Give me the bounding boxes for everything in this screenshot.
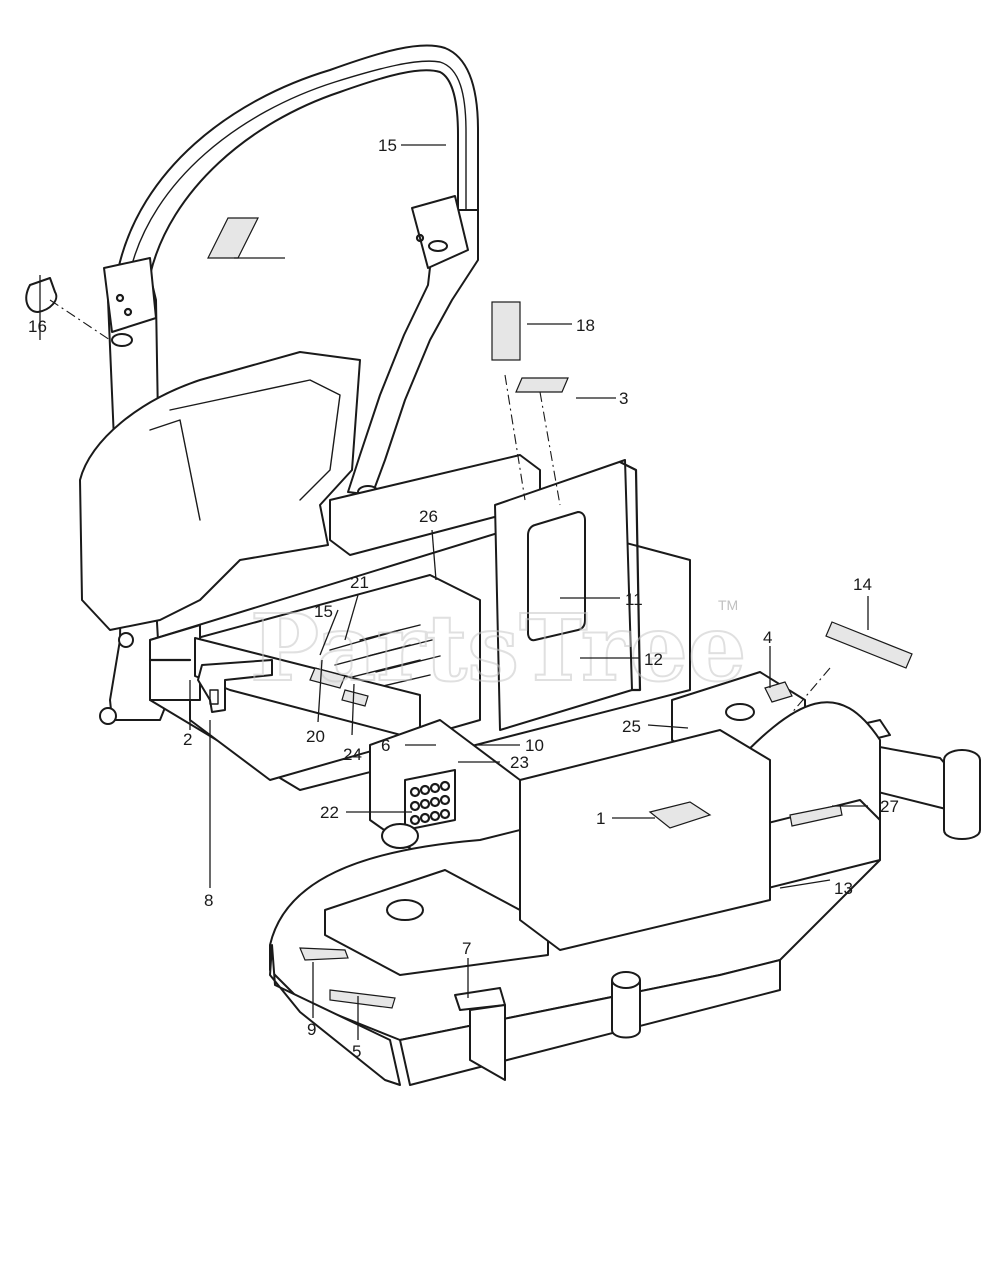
callout-1: 1	[596, 809, 605, 828]
guide-line-18	[49, 299, 111, 341]
callout-26: 26	[419, 507, 438, 526]
callout-4: 4	[763, 628, 772, 647]
callout-22: 22	[320, 803, 339, 822]
part-19-decal	[491, 301, 521, 361]
callout-10: 10	[525, 736, 544, 755]
callout-8: 8	[204, 891, 213, 910]
callout-labels: 15 16 18 3 26 14 21 11 15 4 12 25 2 20 2…	[28, 136, 899, 1061]
left-fender	[79, 351, 361, 631]
callout-24: 25	[622, 717, 641, 736]
callout-7: 7	[462, 939, 471, 958]
guide-line-3	[539, 391, 561, 506]
callout-27: 27	[880, 797, 899, 816]
watermark-tm: TM	[718, 597, 738, 613]
watermark-text: PartsTree	[250, 594, 746, 702]
leader-lines	[39, 144, 869, 1040]
callout-21: 21	[350, 573, 369, 592]
callout-20: 20	[306, 727, 325, 746]
callout-3: 3	[619, 389, 628, 408]
callout-5: 5	[352, 1042, 361, 1061]
callout-2: 2	[183, 730, 192, 749]
guide-line-19	[504, 374, 526, 501]
callout-14: 14	[853, 575, 872, 594]
floor-slots	[329, 624, 441, 696]
callout-16: 15	[378, 136, 397, 155]
callout-12: 12	[644, 650, 663, 669]
part-18-decal	[25, 277, 58, 313]
callout-15: 15	[314, 602, 333, 621]
callout-25: 24	[343, 745, 362, 764]
callout-19: 18	[576, 316, 595, 335]
callout-11: 11	[625, 590, 643, 609]
callout-18: 16	[28, 317, 47, 336]
part-8-bracket	[197, 659, 273, 713]
mower-deck	[269, 701, 881, 1086]
callout-23: 23	[510, 753, 529, 772]
callout-6: 6	[381, 736, 390, 755]
part-3-decal	[515, 377, 569, 393]
watermark: PartsTree TM	[249, 593, 747, 703]
part-14-decal	[825, 621, 913, 669]
callout-13-label: 13	[834, 879, 853, 898]
callout-9: 9	[307, 1020, 316, 1039]
